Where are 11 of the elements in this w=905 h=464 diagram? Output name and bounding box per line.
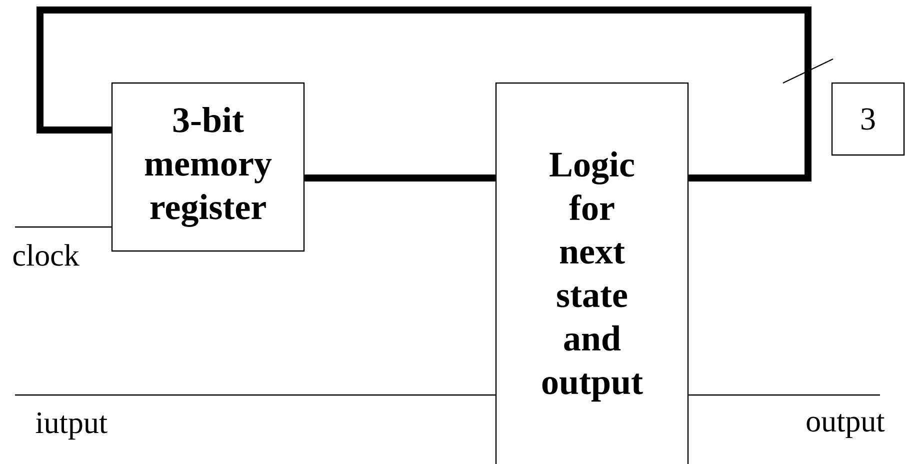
logic-box: Logic for next state and output bbox=[495, 82, 689, 464]
bus-width-box: 3 bbox=[831, 82, 905, 156]
bus-line bbox=[304, 174, 496, 182]
signal-label: clock bbox=[13, 244, 80, 266]
register-box: 3-bit memory register bbox=[111, 82, 305, 252]
signal-line bbox=[688, 394, 880, 396]
signal-line bbox=[15, 226, 112, 228]
signal-label: output bbox=[806, 414, 885, 438]
signal-line bbox=[15, 394, 496, 396]
signal-label: iutput bbox=[36, 412, 108, 440]
bus-line bbox=[36, 6, 812, 182]
